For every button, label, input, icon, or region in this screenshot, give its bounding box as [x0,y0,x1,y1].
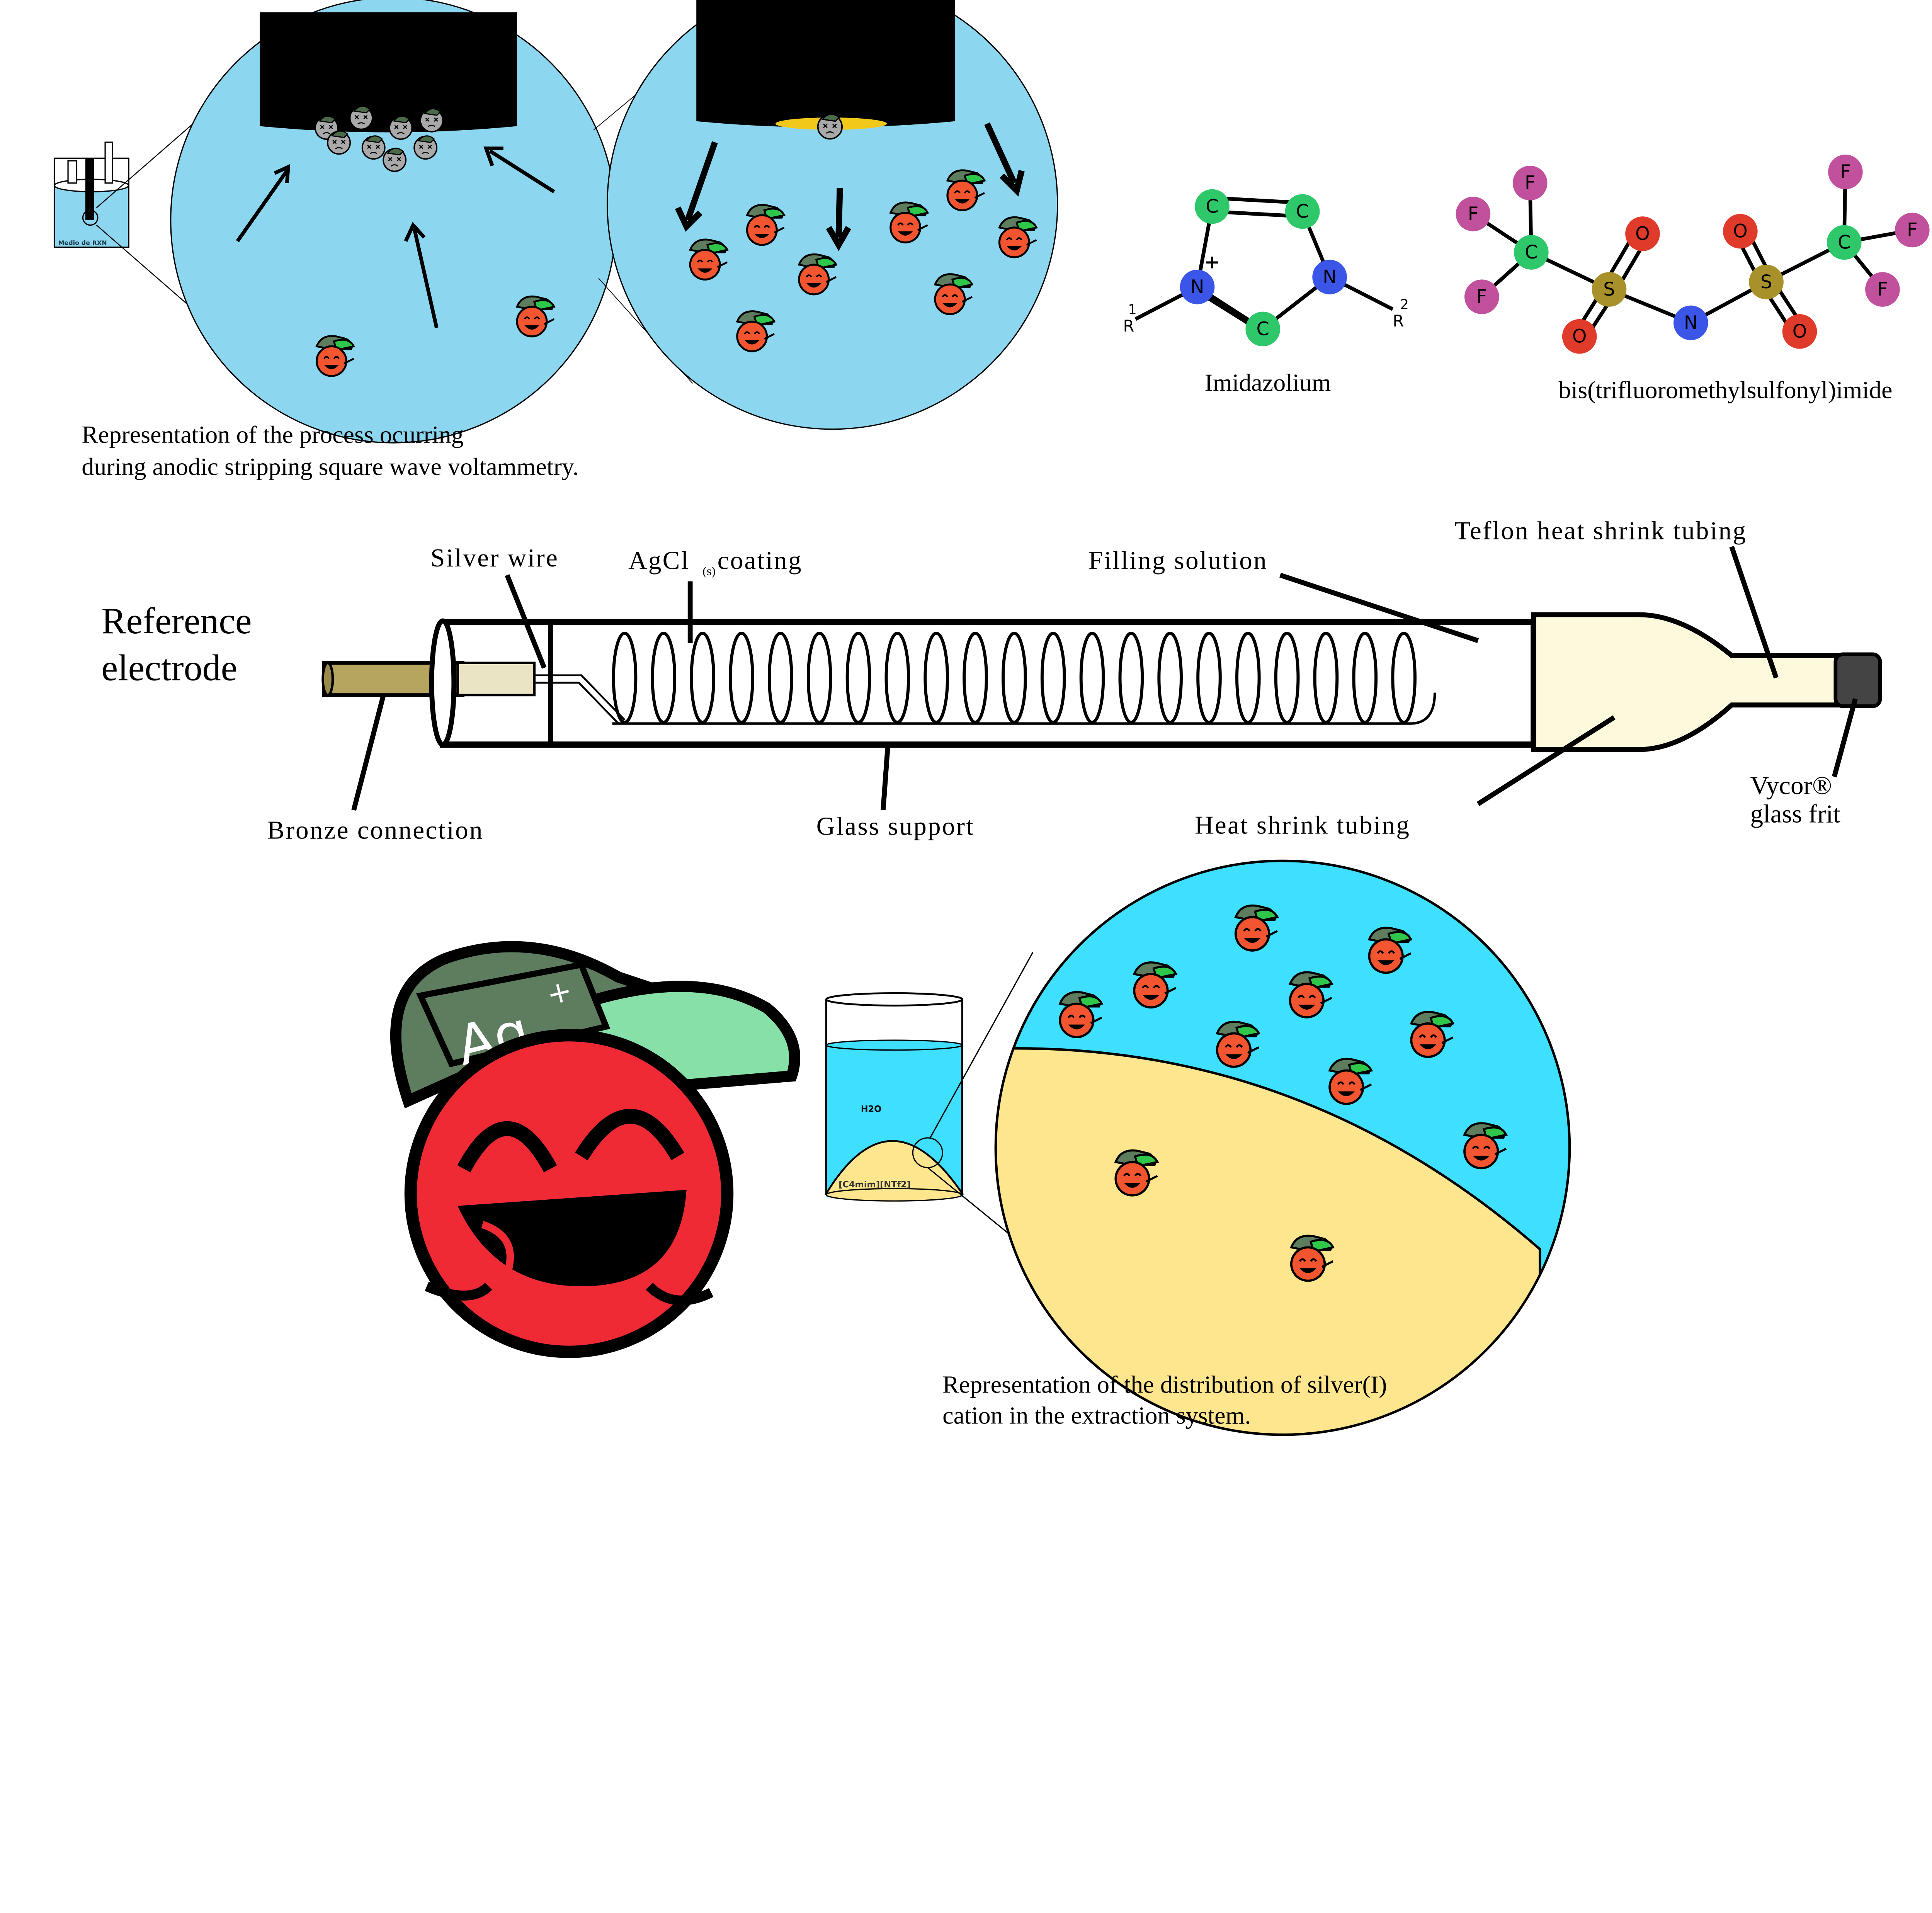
atom-label: F [1476,286,1487,308]
coil-loop [1313,631,1339,724]
stripping-circle [607,0,1058,430]
figure: Medio de RXN Representation of the proce… [53,0,1930,1436]
coil-loop [1391,631,1417,724]
coil-loop [1352,631,1378,724]
coil-loop [690,631,715,724]
r1-label: R [1123,316,1134,335]
label-glass-support: Glass support [816,812,975,841]
atom-label: C [1256,318,1269,340]
heat-shrink-tubing [1531,612,1845,752]
atom-label: C [1206,196,1219,218]
r2-label: R [1393,311,1404,330]
atom-label: S [1760,271,1772,293]
coil-loop [729,631,754,724]
atom-label: O [1733,221,1748,242]
voltammetry-caption-line2: during anodic stripping square wave volt… [82,453,579,480]
r1-superscript: 1 [1128,302,1136,318]
atom-label: O [1635,223,1650,245]
coil-loop [612,631,638,724]
coil-loop [963,631,988,724]
label-agcl: AgCl [628,546,689,575]
ionic-liquid-label: [C4mim][NTf2] [838,1180,911,1190]
imidazolium-atoms: C C N N C + R 1 R 2 Imidazolium [1123,189,1409,396]
coil-loop [806,631,832,724]
label-agcl-sub: (s) [702,564,716,578]
charge-label: + [1204,252,1220,273]
electrode-title-line1: Reference [101,600,252,641]
label-silver-wire: Silver wire [430,543,559,572]
electrode-title-line2: electrode [101,647,237,689]
leader-lines [351,546,1858,811]
atom-label: F [1525,172,1536,194]
coil-loop [1157,631,1183,724]
imidazolium-structure [1134,196,1394,331]
coil-loop [1196,631,1222,724]
atom-label: N [1323,266,1337,288]
coil-loop [1118,631,1144,724]
atom-label: F [1468,203,1479,225]
ag-cation-mascot: Ag + [390,941,801,1358]
vycor-frit [1833,652,1882,708]
label-agcl-coating: coating [718,546,803,575]
imidazolium-label: Imidazolium [1204,369,1331,396]
diagram-canvas: Medio de RXN Representation of the proce… [53,0,1930,1436]
reference-electrode [321,612,1882,752]
extraction-caption-line1: Representation of the distribution of si… [942,1371,1387,1398]
cell-label: Medio de RXN [58,239,107,247]
extraction-beaker: H2O [C4mim][NTf2] [824,992,964,1202]
atom-label: N [1190,276,1204,298]
r2-superscript: 2 [1400,297,1409,313]
label-glass-frit: glass frit [1750,799,1840,828]
agcl-coil [612,631,1417,724]
electrode-labels: Silver wire AgCl (s) coating Filling sol… [267,516,1840,845]
extraction-caption-line2: cation in the extraction system. [942,1401,1251,1429]
coil-loop [1235,631,1261,724]
atom-label: F [1907,219,1918,241]
extraction-circle [994,859,1571,1436]
coil-loop [768,631,793,724]
atom-label: C [1838,231,1851,253]
coil-loop [651,631,677,724]
label-filling-solution: Filling solution [1088,546,1268,575]
label-teflon: Teflon heat shrink tubing [1454,516,1747,545]
coil-loop [923,631,949,724]
coil-loop [884,631,910,724]
label-heat-shrink: Heat shrink tubing [1195,810,1410,839]
coil-loop [845,631,871,724]
voltammetry-caption-line1: Representation of the process ocurring [82,421,463,448]
ntf2-atoms: F F F C O S O N S O O C F F F bis(triflu… [1456,155,1930,404]
electrode-surface-circle [170,0,617,444]
atom-label: F [1840,161,1851,183]
arrows [236,146,555,328]
atom-label: S [1603,279,1615,300]
coil-loop [1040,631,1066,724]
atom-label: N [1684,312,1698,333]
water-label: H2O [861,1104,881,1114]
atom-label: F [1877,279,1888,300]
atom-label: C [1296,201,1309,222]
silver-wire [534,674,626,724]
atom-label: C [1525,241,1538,263]
arrows [675,122,1025,251]
label-bronze: Bronze connection [267,815,483,844]
atom-label: O [1572,326,1587,347]
ntf2-label: bis(trifluoromethylsulfonyl)imide [1558,376,1892,404]
label-vycor: Vycor® [1750,771,1832,800]
coil-loop [1079,631,1105,724]
electrochemical-cell-icon: Medio de RXN [53,141,129,248]
coil-loop [1274,631,1300,724]
coil-loop [1002,631,1027,724]
atom-label: O [1793,321,1807,342]
